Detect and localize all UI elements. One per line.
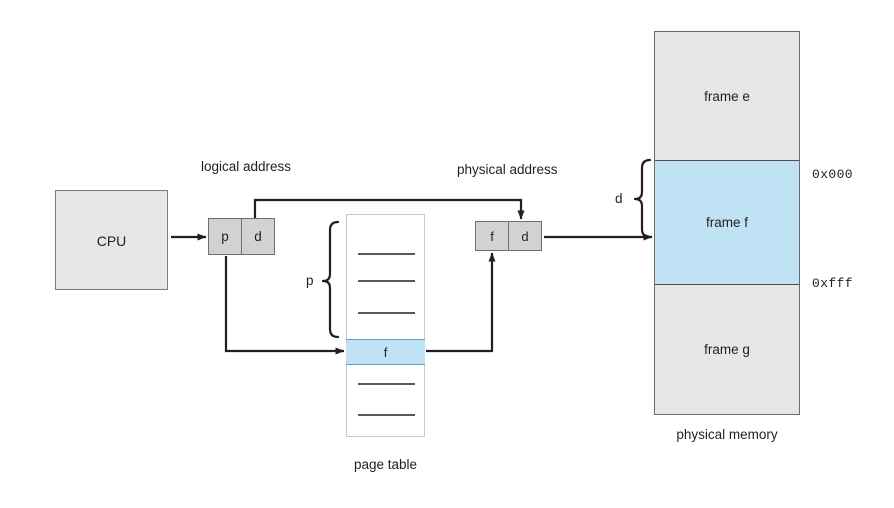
- physical-frame-number-cell: f: [476, 222, 509, 250]
- page-table-entry-line: [358, 280, 415, 282]
- page-table-selected-entry[interactable]: f: [346, 339, 425, 365]
- brace-page-number: [321, 220, 340, 339]
- address-marker-top: 0x000: [812, 167, 854, 182]
- physical-address-box: f d: [475, 221, 542, 251]
- logical-address-label: logical address: [201, 159, 292, 174]
- wire-frame-to-physical: [426, 252, 496, 353]
- memory-frame-f[interactable]: frame f: [655, 160, 799, 285]
- memory-frame-g: frame g: [704, 342, 750, 357]
- page-table-entry-line: [358, 312, 415, 314]
- page-table-entry-line: [358, 383, 415, 385]
- wire-page-number-to-table: [224, 256, 345, 355]
- logical-offset-cell: d: [254, 229, 262, 244]
- page-table-box: f: [346, 214, 425, 437]
- logical-page-number-cell: p: [209, 219, 242, 254]
- memory-frame-e: frame e: [704, 88, 750, 104]
- cpu-label: CPU: [96, 233, 127, 249]
- cpu-box: CPU: [55, 190, 168, 290]
- brace-offset: [633, 158, 652, 239]
- page-table-caption: page table: [353, 457, 418, 472]
- page-table-entry-line: [358, 414, 415, 416]
- offset-brace-label: d: [615, 191, 623, 206]
- physical-memory-box: frame e frame f frame g: [654, 31, 800, 415]
- physical-memory-caption: physical memory: [676, 427, 778, 442]
- logical-address-box: p d: [208, 218, 275, 255]
- physical-offset-cell: d: [521, 228, 529, 244]
- page-table-entry-line: [358, 253, 415, 255]
- address-marker-bottom: 0xfff: [812, 276, 854, 291]
- page-number-brace-label: p: [306, 273, 314, 288]
- physical-address-label: physical address: [457, 162, 558, 177]
